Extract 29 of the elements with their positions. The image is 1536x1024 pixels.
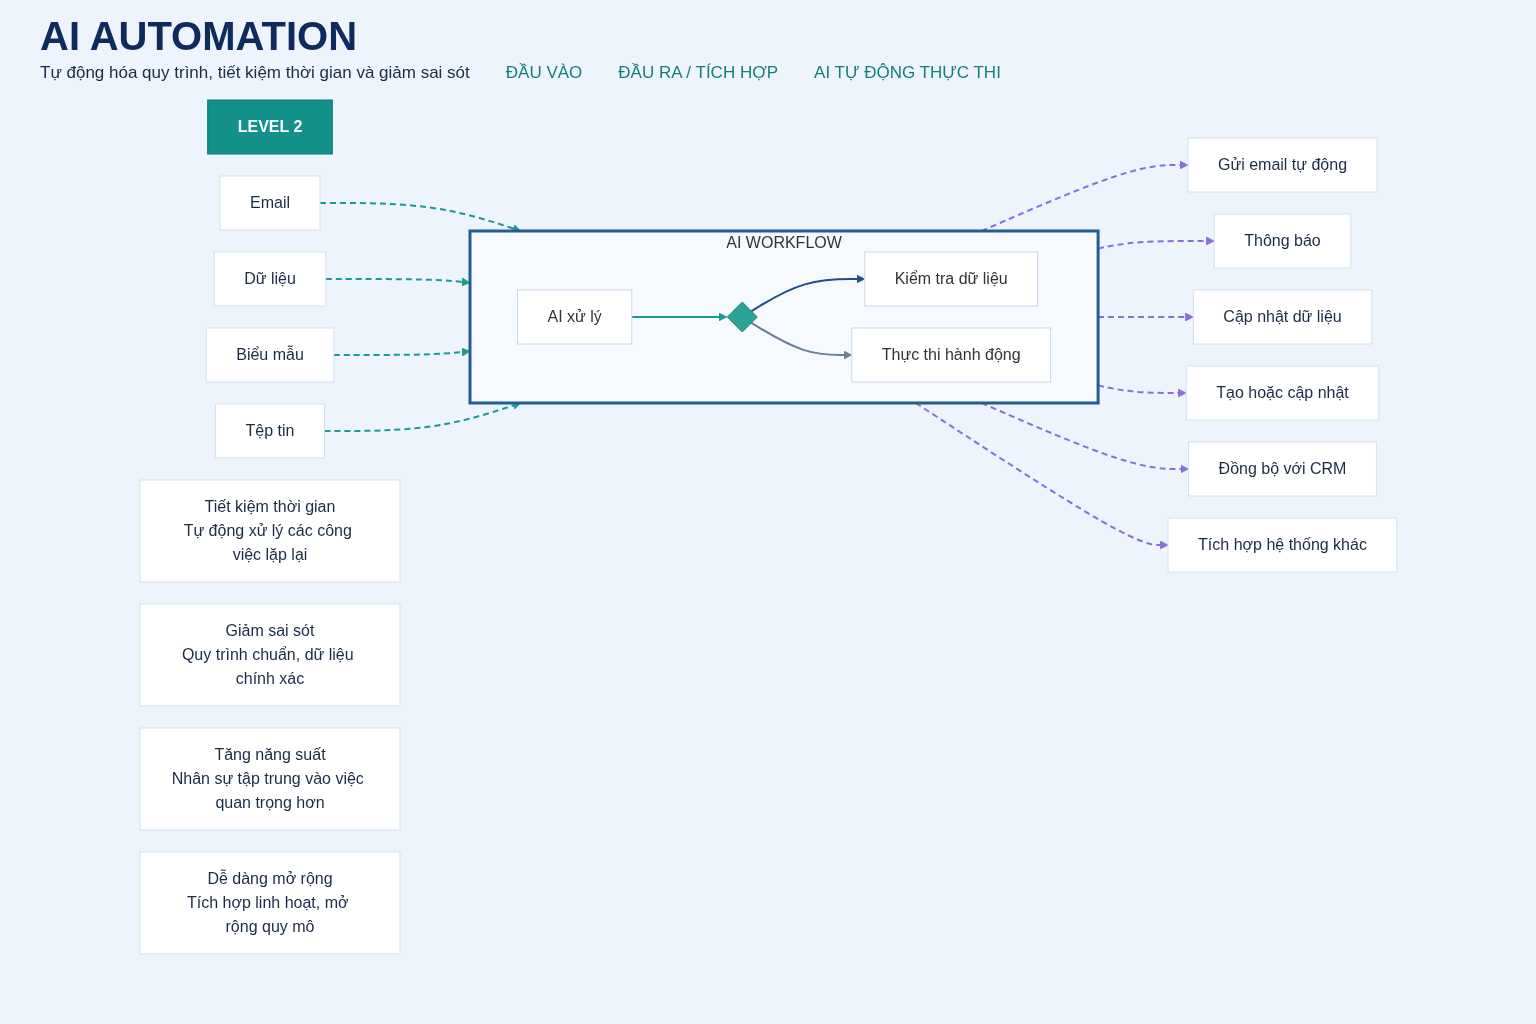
arrow (324, 277, 470, 287)
node-box: Đồng bộ với CRM (1187, 441, 1377, 497)
node-box: Dễ dàng mở rộng Tích hợp linh hoạt, mở rộng quy mô (139, 851, 401, 955)
arrow (630, 312, 727, 322)
node-box: Tạo hoặc cập nhật (1185, 365, 1379, 421)
node-box: Thông báo (1213, 213, 1351, 269)
node-box: LEVEL 2 (206, 99, 333, 155)
node-box: Tích hợp hệ thống khác (1167, 517, 1397, 573)
node-box: Gửi email tự động (1187, 137, 1378, 193)
node-box: Email (219, 175, 321, 231)
node-box: Thực thi hành động (850, 327, 1051, 383)
node-diamond (726, 301, 758, 333)
label-text: Tự động hóa quy trình, tiết kiệm thời gian và giảm sai sót (40, 63, 470, 83)
arrow (749, 321, 852, 360)
node-box: Kiểm tra dữ liệu (863, 251, 1038, 307)
node-box: Cập nhật dữ liệu (1192, 289, 1372, 345)
node-box: AI xử lý (516, 289, 632, 345)
label-text: AI TỰ ĐỘNG THỰC THI (814, 63, 1001, 83)
arrow (332, 347, 470, 357)
label-text: ĐẦU RA / TÍCH HỢP (618, 63, 779, 83)
node-box: Tiết kiệm thời gian Tự động xử lý các công việc lặp lại (139, 479, 401, 583)
node-box: Biểu mẫu (205, 327, 334, 383)
node-box: Dữ liệu (213, 251, 326, 307)
label-text: ĐẦU VÀO (505, 63, 583, 83)
node-box: Tăng năng suất Nhân sự tập trung vào việc quan trọng hơn (139, 727, 401, 831)
title: AI AUTOMATION (40, 14, 358, 59)
node-box: Tệp tin (214, 403, 325, 459)
node-box: Giảm sai sót Quy trình chuẩn, dữ liệu chính xác (139, 603, 401, 707)
arrow (749, 274, 865, 313)
